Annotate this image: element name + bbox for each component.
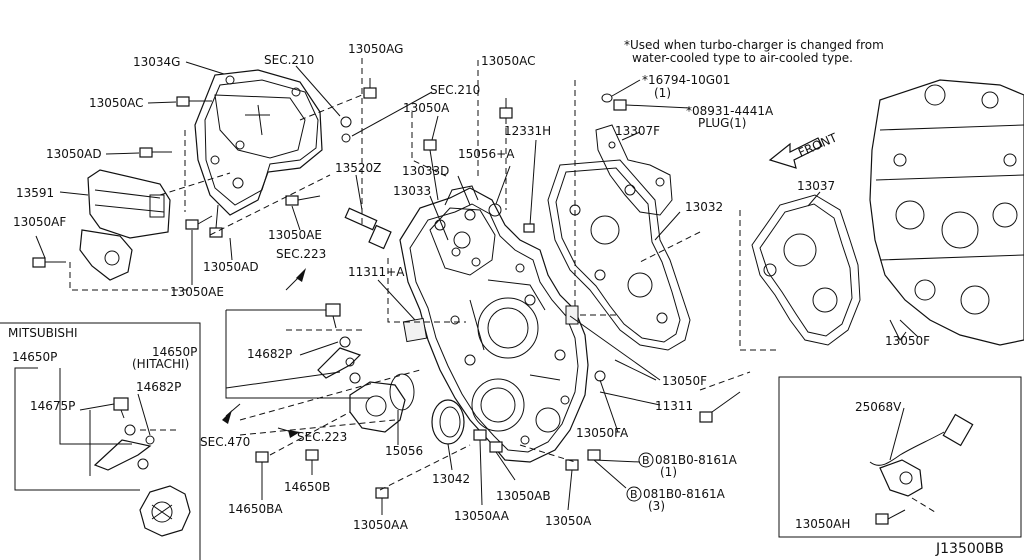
label-081B0-qty-1: (1) [660, 465, 677, 479]
gasket-13032 [547, 159, 691, 351]
label-13050AG: 13050AG [348, 42, 403, 56]
label-13050AC-top: 13050AC [481, 54, 536, 68]
leaders-mitsubishi [14, 367, 180, 491]
label-front: FRONT [796, 130, 840, 160]
label-11311: 11311 [655, 399, 693, 413]
sensor-inset-box [778, 376, 1022, 538]
oil-seal-13042 [431, 399, 465, 471]
upper-chain-cover-13034G [194, 69, 323, 216]
label-25068V: 25068V [855, 400, 902, 414]
engine-block-right [869, 79, 1024, 346]
label-14650B: 14650B [284, 480, 330, 494]
label-13050AE-bottom: 13050AE [170, 285, 224, 299]
label-13050AA-left: 13050AA [353, 518, 409, 532]
b-symbol-2: B [630, 488, 638, 501]
label-14650P-hitachi: 14650P [152, 345, 197, 359]
label-13050AD-left: 13050AD [46, 147, 102, 161]
front-direction-arrow [768, 137, 823, 169]
label-13307F: 13307F [615, 124, 660, 138]
label-sec210-a: SEC.210 [264, 53, 314, 67]
label-13032: 13032 [685, 200, 723, 214]
label-13520Z: 13520Z [335, 161, 381, 175]
label-14650P-mitsubishi: 14650P [12, 350, 57, 364]
label-11311A: 11311+A [348, 265, 405, 279]
plug-16794-and-08931 [601, 79, 691, 111]
leaders-upper-left [35, 61, 331, 291]
label-sec223-top: SEC.223 [276, 247, 326, 261]
oil-pump-body [349, 373, 415, 445]
label-plug: PLUG(1) [698, 116, 746, 130]
label-13050A-top: 13050A [403, 101, 450, 115]
label-13050AC-left: 13050AC [89, 96, 144, 110]
label-081B0-qty-2: (3) [648, 499, 665, 513]
label-14682P-left: 14682P [136, 380, 181, 394]
label-13050AH: 13050AH [795, 517, 850, 531]
label-hitachi: (HITACHI) [132, 357, 189, 371]
label-13050AD-bottom: 13050AD [203, 260, 259, 274]
oil-strainer-13520Z [344, 174, 392, 250]
label-14682P-mid: 14682P [247, 347, 292, 361]
label-16794-qty: (1) [654, 86, 671, 100]
label-14650BA: 14650BA [228, 502, 283, 516]
label-13591: 13591 [16, 186, 54, 200]
bolt-13050AE-mid [285, 195, 321, 206]
leaders-center [377, 60, 537, 343]
bolt-13050AD-bottom [209, 204, 223, 238]
sec-arrows [222, 268, 306, 438]
b-symbol-1: B [642, 454, 650, 467]
label-12331H: 12331H [504, 124, 551, 138]
label-13033D: 13033D [402, 164, 449, 178]
label-13050A-bottom: 13050A [545, 514, 592, 528]
label-13050F-right: 13050F [885, 334, 930, 348]
label-081B0-8161A-1: 081B0-8161A [655, 453, 738, 467]
label-16794-10G01: *16794-10G01 [642, 73, 730, 87]
turbo-note-line1: *Used when turbo-charger is changed from [624, 38, 884, 52]
mitsubishi-inset-box [0, 322, 201, 560]
label-13037: 13037 [797, 179, 835, 193]
label-sec470: SEC.470 [200, 435, 250, 449]
label-15056: 15056 [385, 444, 423, 458]
bolt-13050AC-left [176, 96, 212, 107]
bolt-callout-081B0-1: B 081B0-8161A (1) [638, 452, 738, 479]
gasket-behind-cover [204, 79, 319, 206]
label-13050FA: 13050FA [576, 426, 629, 440]
cover-13591 [79, 169, 171, 281]
leaders-right-center [565, 80, 780, 433]
label-13050F-mid: 13050F [662, 374, 707, 388]
label-14675P: 14675P [30, 399, 75, 413]
bolt-13050AF [32, 257, 64, 268]
leaders-hitachi [225, 309, 421, 436]
label-13050AB: 13050AB [496, 489, 551, 503]
sensor-plug-13050AG [295, 65, 433, 143]
label-sec210-b: SEC.210 [430, 83, 480, 97]
label-08931-4441A: *08931-4441A [686, 104, 774, 118]
label-13034G: 13034G [133, 55, 180, 69]
label-mitsubishi: MITSUBISHI [8, 326, 78, 340]
label-13033: 13033 [393, 184, 431, 198]
drawing-code: J13500BB [935, 541, 1004, 557]
cover-gasket-13307F [595, 124, 673, 216]
label-15056A: 15056+A [458, 147, 515, 161]
gasket-13037 [751, 191, 861, 346]
label-081B0-8161A-2: 081B0-8161A [643, 487, 726, 501]
vacuum-pump-hitachi [317, 303, 362, 384]
label-13050AA-mid: 13050AA [454, 509, 510, 523]
bolt-13050AD-left [139, 147, 172, 158]
bolts-lower-center [375, 429, 641, 515]
label-13050AF: 13050AF [13, 215, 66, 229]
bolt-callout-081B0-2: B 081B0-8161A (3) [626, 486, 726, 513]
mitsubishi-pump-parts [93, 397, 191, 537]
sensor-25068V [869, 407, 974, 525]
bolts-lower-left [255, 411, 351, 500]
label-13050AE-mid: 13050AE [268, 228, 322, 242]
label-13042: 13042 [432, 472, 470, 486]
label-sec223-bottom: SEC.223 [297, 430, 347, 444]
turbo-note-line2: water-cooled type to air-cooled type. [632, 51, 853, 65]
inner-chain-case-13033D [429, 207, 496, 276]
bolt-13050AE-bottom [185, 215, 213, 230]
